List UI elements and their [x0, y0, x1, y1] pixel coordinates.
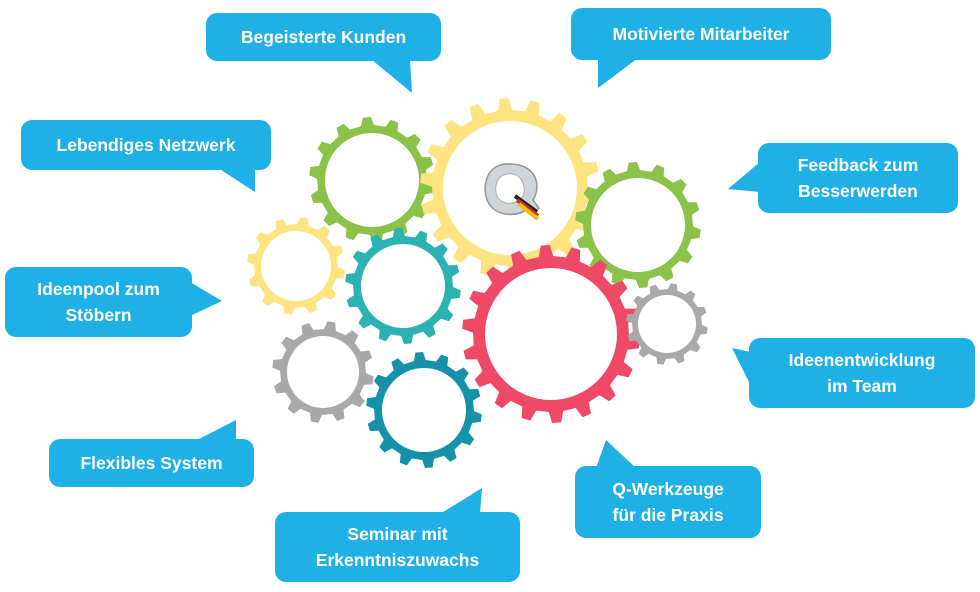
speech-bubble-werkzeuge: [575, 440, 761, 538]
speech-bubble-system: [49, 420, 254, 487]
bubble-line: Motivierte Mitarbeiter: [612, 24, 790, 44]
speech-bubble-tail: [218, 168, 255, 192]
gear-green-right: [575, 162, 701, 288]
gear-red-large: [462, 245, 640, 423]
gear-yellow-left: [247, 217, 345, 315]
bubble-line: Besserwerden: [798, 181, 918, 201]
bubble-line: Ideenpool zum: [37, 279, 160, 299]
bubble-label-werkzeuge: Q-Werkzeuge für die Praxis: [575, 466, 761, 538]
speech-bubble-ideenentwicklung: [732, 338, 975, 408]
bubble-line: Erkenntniszuwachs: [315, 550, 480, 570]
bubble-label-netzwerk: Lebendiges Netzwerk: [21, 120, 271, 170]
bubble-label-ideenentwicklung: Ideenentwicklung im Team: [749, 338, 975, 408]
bubble-line: Feedback zum: [797, 155, 919, 175]
speech-bubble-tail: [596, 440, 636, 468]
gear-gray-left: [272, 321, 374, 423]
speech-bubble-tail: [190, 282, 222, 316]
speech-bubble-tail: [195, 420, 236, 441]
bubble-line: Ideenentwicklung: [788, 350, 936, 370]
bubble-line: Seminar mit: [347, 524, 448, 544]
speech-bubble-tail: [598, 58, 638, 88]
gear-gray-right: [626, 283, 708, 365]
gear-teal-center: [345, 228, 461, 344]
bubble-label-kunden: Begeisterte Kunden: [206, 13, 441, 61]
speech-bubble-mitarbeiter: [571, 8, 831, 88]
bubble-line: Q-Werkzeuge: [612, 479, 724, 499]
gear-green-top-left: [309, 117, 435, 243]
speech-bubble-tail: [372, 60, 412, 93]
q-ribbon-logo-icon: [484, 163, 540, 221]
speech-bubble-feedback: [728, 143, 958, 213]
bubble-line: Begeisterte Kunden: [240, 27, 407, 47]
speech-bubble-netzwerk: [21, 120, 271, 192]
bubble-line: Lebendiges Netzwerk: [56, 135, 236, 155]
bubble-line: Flexibles System: [80, 453, 223, 473]
bubble-line: Stöbern: [65, 305, 132, 325]
speech-bubble-kunden: [206, 13, 441, 93]
bubble-label-mitarbeiter: Motivierte Mitarbeiter: [571, 8, 831, 60]
bubble-label-system: Flexibles System: [49, 439, 254, 487]
speech-bubble-tail: [728, 162, 760, 192]
speech-bubble-tail: [732, 348, 751, 386]
bubble-line: im Team: [827, 376, 897, 396]
speech-bubble-seminar: [275, 488, 520, 582]
speech-bubble-tail: [440, 488, 482, 514]
bubble-line: für die Praxis: [612, 505, 724, 525]
gear-cluster: [247, 98, 708, 468]
speech-bubble-ideenpool: [5, 267, 222, 337]
gear-dark-teal-bottom: [366, 352, 482, 468]
speech-bubble-layer: [5, 8, 975, 582]
